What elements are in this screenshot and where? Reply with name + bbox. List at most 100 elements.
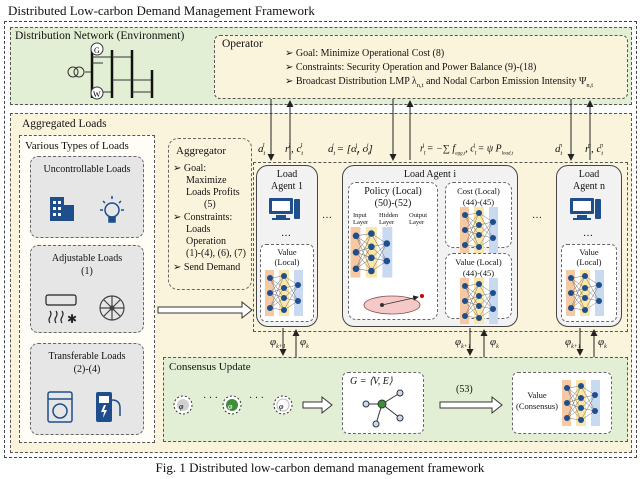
transferable-loads-box — [30, 343, 144, 435]
consensus-arrow-1 — [302, 395, 333, 415]
agent-i-policy-eq: (50)-(52) — [374, 198, 412, 209]
agent-i-policy-network — [349, 226, 393, 279]
agent-i-policy-label: Policy (Local) — [364, 186, 422, 197]
aggregator-goal-eq: (5) — [204, 199, 216, 210]
load-agent-n-title-line1: Load — [578, 169, 600, 180]
ellipsis-left: … — [322, 210, 332, 221]
consensus-value-label-line1: Value — [527, 390, 547, 400]
air-conditioner-icon: ✱ — [45, 294, 77, 326]
policy-action-ellipse — [363, 294, 424, 315]
agent-i-value-eq: (44)-(45) — [462, 268, 495, 278]
operator-goal: ➢ Goal: Minimize Operational Cost (8) — [285, 48, 445, 59]
operator-agent-arrows — [267, 99, 594, 161]
load-agent-i-title: Load Agent i — [403, 169, 457, 180]
aggregator-constraints-label: ➢ Constraints: — [173, 212, 233, 223]
agent-1-value-label-line1: Value — [277, 247, 297, 257]
load-agent-1-title-line2: Agent 1 — [271, 181, 303, 192]
agents-container — [253, 162, 628, 332]
signal-an: atn — [555, 143, 563, 158]
ferris-wheel-icon — [99, 295, 125, 321]
outer-frame — [4, 21, 637, 458]
load-types-title: Various Types of Loads — [25, 140, 129, 152]
phi-agent-i-in: φk — [490, 336, 499, 351]
load-agent-n-title-line2: Agent n — [573, 181, 605, 192]
aggregator-constraints-line2: Operation — [186, 236, 226, 247]
operator-title: Operator — [222, 38, 263, 50]
agent-1-dots: … — [281, 228, 291, 239]
aggregated-loads-title: Aggregated Loads — [22, 118, 107, 130]
consensus-graph-label: G = ⟨V, E⟩ — [350, 376, 393, 387]
aggregator-constraints-eq: (1)-(4), (6), (7) — [186, 248, 246, 259]
uncontrollable-loads-label: Uncontrollable Loads — [43, 164, 131, 175]
consensus-dots-right: · · · — [249, 393, 264, 404]
agent-n-value-network — [565, 269, 605, 317]
aggregator-title: Aggregator — [176, 145, 227, 157]
load-agent-1-title-line1: Load — [276, 169, 298, 180]
wind-letter: W — [93, 90, 101, 99]
phi-node-n: φ — [273, 395, 293, 415]
page-title: Distributed Low-carbon Demand Management… — [8, 3, 315, 18]
agent-n-dots: … — [583, 228, 593, 239]
phi-agent-n-in: φk — [598, 336, 607, 351]
aggregator-goal-line1: Maximize — [186, 175, 227, 186]
svg-text:φ: φ — [179, 402, 184, 411]
consensus-eq: (53) — [456, 384, 473, 395]
uncontrollable-loads-box — [30, 156, 144, 238]
consensus-value-label-line2: (Consensus) — [515, 401, 559, 411]
svg-text:φ: φ — [228, 402, 233, 411]
consensus-graph — [362, 389, 404, 428]
agent-1-value-network — [264, 269, 304, 317]
adjustable-loads-label: Adjustable Loads — [51, 253, 123, 264]
signal-a1: at1 — [258, 143, 266, 158]
consensus-value-network — [561, 379, 601, 427]
aggregator-box — [168, 138, 252, 290]
aggregator-constraints-line1: Loads — [186, 224, 211, 235]
signal-ri-formula: rti = −∑ fagg,t, cti = ψ Pload,t — [420, 143, 514, 157]
phi-agent-n-out: φk+1 — [565, 336, 581, 351]
phi-node-i: φ — [222, 395, 242, 415]
operator-broadcast: ➢ Broadcast Distribution LMP λn,t and No… — [285, 76, 594, 89]
adjustable-loads-eq: (1) — [81, 266, 93, 277]
computer-icon-agent-1 — [269, 198, 300, 220]
aggregator-goal-line2: Loads Profits — [186, 187, 240, 198]
transferable-loads-eq: (2)-(4) — [73, 364, 101, 375]
light-bulb-icon — [100, 196, 124, 223]
operator-box — [214, 35, 628, 99]
generator-letter: G — [94, 46, 100, 55]
phi-agent-1-in: φk — [300, 336, 309, 351]
consensus-dots-left: · · · — [203, 393, 218, 404]
operator-constraints: ➢ Constraints: Security Operation and Po… — [285, 62, 537, 73]
generator-icon: G — [90, 42, 104, 56]
transferable-loads-label: Transferable Loads — [48, 351, 126, 362]
agent-i-value-network — [459, 277, 499, 325]
aggregator-send: ➢ Send Demand — [173, 262, 241, 273]
signal-ai-state: ati = [αti, oti] — [328, 143, 373, 158]
agent-n-value-label-line1: Value — [579, 247, 599, 257]
agent-i-cost-label: Cost (Local) — [457, 186, 500, 196]
consensus-update-title: Consensus Update — [169, 361, 251, 373]
distribution-network-title: Distribution Network (Environment) — [15, 30, 185, 42]
agent-i-value-label: Value (Local) — [455, 257, 502, 267]
phi-agent-i-out: φk+1 — [455, 336, 471, 351]
washing-machine-icon — [47, 391, 73, 423]
agent-consensus-arrows — [279, 328, 598, 357]
agent-1-value-label-line2: (Local) — [274, 257, 300, 267]
aggregator-goal-label: ➢ Goal: — [173, 163, 207, 174]
loads-to-agents-arrow — [157, 300, 253, 320]
building-icon — [50, 197, 74, 221]
ellipsis-right: … — [532, 210, 542, 221]
computer-icon-agent-n — [570, 198, 601, 220]
phi-node-1: φ — [173, 395, 193, 415]
figure-caption: Fig. 1 Distributed low-carbon demand man… — [155, 460, 485, 475]
wind-icon: W — [90, 86, 104, 100]
phi-agent-1-out: φk+1 — [270, 336, 286, 351]
agent-n-value-label-line2: (Local) — [576, 257, 602, 267]
consensus-arrow-2 — [439, 395, 503, 415]
grid-bus-icon — [67, 50, 154, 98]
agent-i-cost-eq: (44)-(45) — [462, 197, 495, 207]
agent-i-cost-network — [459, 206, 499, 254]
